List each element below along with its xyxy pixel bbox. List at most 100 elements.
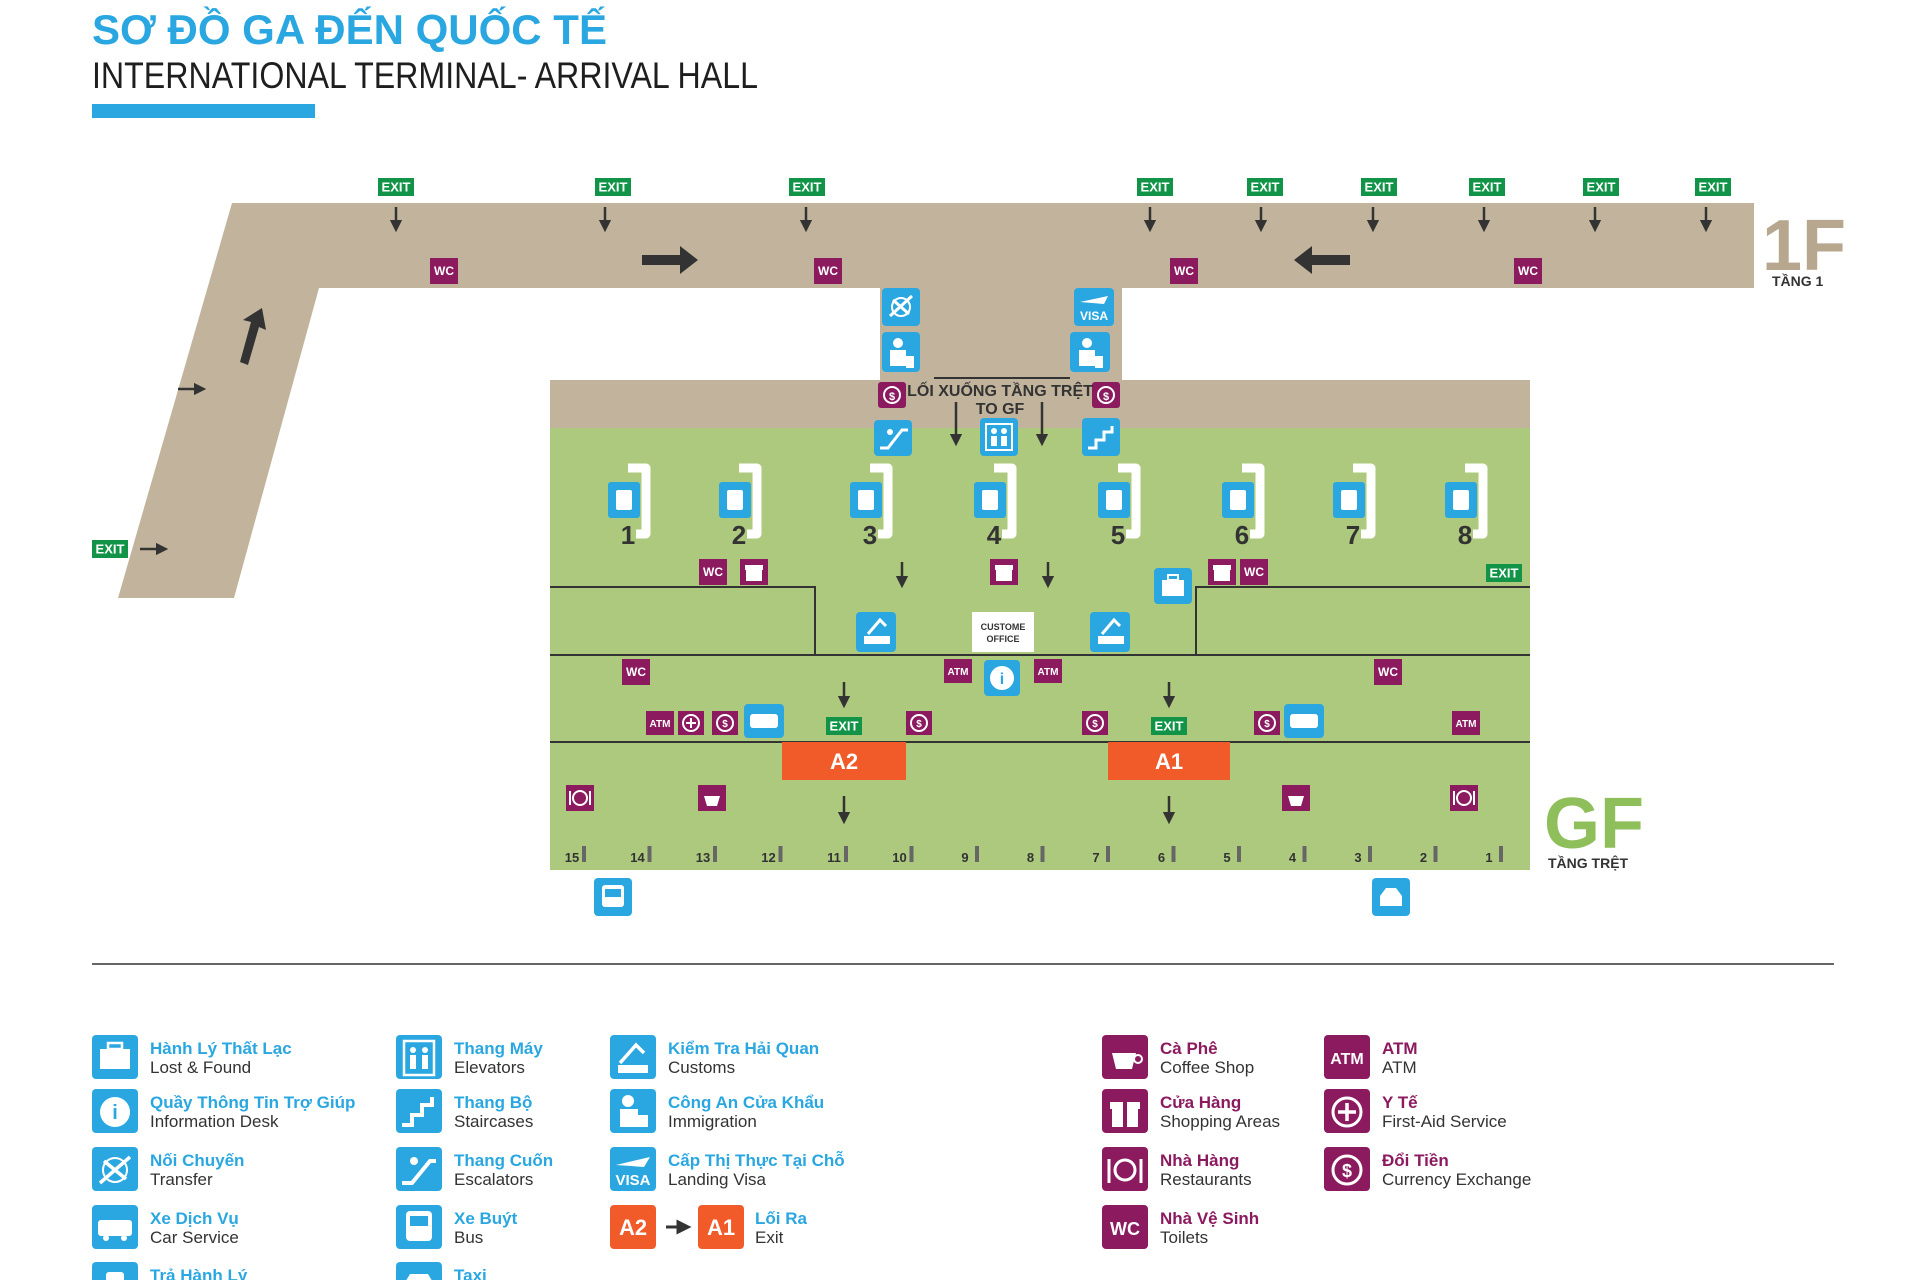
legend-label-vi: Thang Bộ bbox=[454, 1093, 532, 1112]
briefcase-icon bbox=[92, 1035, 138, 1079]
svg-text:A1: A1 bbox=[707, 1215, 735, 1240]
immigration-icon-map bbox=[882, 332, 920, 372]
info-icon: i bbox=[92, 1089, 138, 1133]
exit-door: 1 bbox=[1485, 846, 1503, 865]
customs-icon-left bbox=[856, 612, 896, 652]
immigration-icon-map-2 bbox=[1070, 332, 1110, 372]
legend-label-en: Currency Exchange bbox=[1382, 1170, 1531, 1189]
legend-label-vi: Quầy Thông Tin Trợ Giúp bbox=[150, 1093, 355, 1112]
door-number: 5 bbox=[1223, 850, 1230, 865]
exit-door: 11 bbox=[827, 846, 848, 865]
belt-number: 4 bbox=[987, 520, 1002, 550]
legend-label-vi: Thang Máy bbox=[454, 1039, 543, 1058]
hall-arrows-2 bbox=[837, 682, 1176, 709]
legend-label-vi: Hành Lý Thất Lạc bbox=[150, 1039, 292, 1058]
exit-arrows bbox=[389, 207, 1713, 233]
floor-label-1f: 1F bbox=[1762, 206, 1846, 286]
svg-text:ATM: ATM bbox=[948, 667, 969, 678]
svg-text:EXIT: EXIT bbox=[599, 180, 628, 195]
svg-text:A2: A2 bbox=[619, 1215, 647, 1240]
svg-text:ATM: ATM bbox=[1456, 719, 1477, 730]
legend-label-en: Coffee Shop bbox=[1160, 1058, 1254, 1077]
lost-found-icon-map bbox=[1154, 568, 1192, 604]
svg-text:WC: WC bbox=[1174, 264, 1194, 278]
floor-label-gf: GF bbox=[1544, 784, 1644, 864]
exit-sign-hall: EXIT bbox=[1486, 564, 1522, 582]
wc-1f: WC WC WC WC bbox=[430, 258, 1542, 284]
title-underline bbox=[92, 104, 315, 118]
belt-number: 5 bbox=[1111, 520, 1125, 550]
door-number: 6 bbox=[1158, 850, 1165, 865]
restaurant-icon-map-1 bbox=[566, 785, 594, 811]
svg-text:$: $ bbox=[722, 719, 728, 730]
svg-text:OFFICE: OFFICE bbox=[987, 634, 1020, 644]
svg-text:i: i bbox=[1000, 671, 1004, 688]
gate-a1[interactable]: A1 bbox=[1108, 742, 1230, 780]
svg-text:EXIT: EXIT bbox=[1365, 180, 1394, 195]
legend-label-vi: Công An Cửa Khẩu bbox=[668, 1093, 824, 1112]
baggage-belt: 4 bbox=[974, 463, 1017, 550]
exit-door: 15 bbox=[565, 846, 586, 865]
legend-label-en: Restaurants bbox=[1160, 1170, 1252, 1189]
baggage-belt: 3 bbox=[850, 463, 893, 550]
svg-text:ATM: ATM bbox=[650, 719, 671, 730]
baggage-belt: 1 bbox=[608, 463, 651, 550]
gift-icon-2 bbox=[990, 559, 1018, 585]
svg-text:CUSTOME: CUSTOME bbox=[981, 622, 1026, 632]
legend-label-vi: Đổi Tiền bbox=[1382, 1151, 1449, 1170]
exchange-icon-right: $ bbox=[1092, 382, 1120, 408]
wc-gf-1: WC bbox=[699, 559, 727, 585]
exchange-icon-gf-1: $ bbox=[712, 711, 738, 735]
baggage-belt: 5 bbox=[1098, 463, 1141, 550]
gate-arrows bbox=[837, 796, 1176, 825]
legend-label-vi: Cấp Thị Thực Tại Chỗ bbox=[668, 1151, 845, 1170]
belt-number: 7 bbox=[1346, 520, 1360, 550]
floor-sub-gf: TẦNG TRỆT bbox=[1548, 854, 1629, 871]
legend-label-vi: Taxi bbox=[454, 1266, 487, 1280]
belt-number: 8 bbox=[1458, 520, 1472, 550]
exit-sign-a1: EXIT bbox=[1151, 717, 1187, 735]
left-exit: EXIT bbox=[92, 540, 169, 558]
stair-label-en: TO GF bbox=[976, 401, 1025, 418]
legend-item: Taxi bbox=[396, 1262, 487, 1280]
transfer-icon-map bbox=[882, 288, 920, 326]
door-number: 3 bbox=[1354, 850, 1361, 865]
door-number: 2 bbox=[1420, 850, 1427, 865]
legend-label-vi: Nối Chuyến bbox=[150, 1151, 244, 1170]
svg-text:EXIT: EXIT bbox=[96, 542, 125, 557]
gift-icon-3 bbox=[1208, 559, 1236, 585]
exit-door: 4 bbox=[1289, 846, 1307, 865]
escalator-icon-map bbox=[874, 420, 912, 456]
legend-label-en: Customs bbox=[668, 1058, 735, 1077]
svg-text:WC: WC bbox=[434, 264, 454, 278]
belt-number: 2 bbox=[732, 520, 746, 550]
legend-label-vi: Xe Buýt bbox=[454, 1209, 518, 1228]
customs-icon bbox=[610, 1035, 656, 1079]
svg-text:i: i bbox=[112, 1102, 118, 1124]
door-number: 12 bbox=[761, 850, 775, 865]
title-vi: SƠ ĐỒ GA ĐẾN QUỐC TẾ bbox=[92, 5, 607, 53]
customs-office: CUSTOME OFFICE bbox=[972, 612, 1034, 652]
svg-text:WC: WC bbox=[1244, 565, 1264, 579]
svg-text:A2: A2 bbox=[830, 749, 858, 774]
gate-a2[interactable]: A2 bbox=[782, 742, 906, 780]
legend-label-en: Escalators bbox=[454, 1170, 533, 1189]
door-number: 7 bbox=[1092, 850, 1099, 865]
info-icon-map[interactable]: i bbox=[984, 660, 1020, 696]
legend-label-en: Elevators bbox=[454, 1058, 525, 1077]
svg-text:A1: A1 bbox=[1155, 749, 1183, 774]
door-number: 11 bbox=[827, 850, 841, 865]
legend-label-vi: Lối Ra bbox=[755, 1209, 807, 1228]
svg-text:WC: WC bbox=[626, 665, 646, 679]
svg-text:EXIT: EXIT bbox=[1490, 566, 1519, 581]
legend-label-en: Lost & Found bbox=[150, 1058, 251, 1077]
legend-label-en: Bus bbox=[454, 1228, 483, 1247]
elevator-icon bbox=[396, 1035, 442, 1079]
